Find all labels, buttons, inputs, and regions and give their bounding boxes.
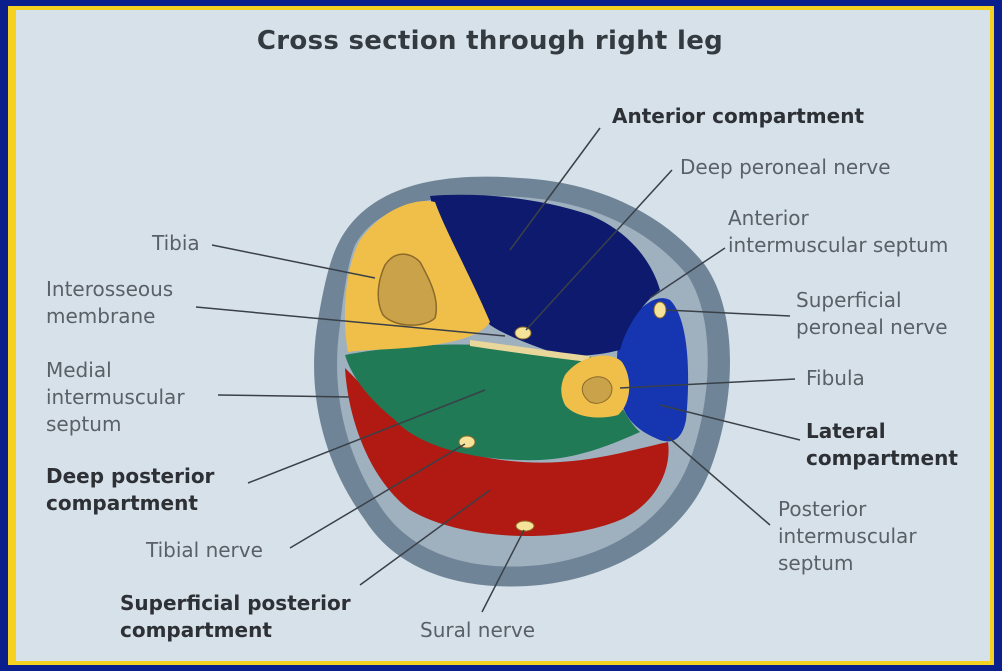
sural-nerve-dot [516, 521, 534, 531]
label-sural-nerve: Sural nerve [420, 617, 535, 644]
label-tibia: Tibia [152, 230, 200, 257]
label-deep-posterior-compartment: Deep posterior compartment [46, 463, 214, 517]
label-fibula: Fibula [806, 365, 865, 392]
label-superficial-posterior-compartment: Superficial posterior compartment [120, 590, 351, 644]
label-superficial-peroneal-nerve: Superficial peroneal nerve [796, 287, 948, 341]
label-interosseous-membrane: Interosseous membrane [46, 276, 173, 330]
deep-peroneal-nerve-dot [515, 327, 531, 339]
label-deep-peroneal-nerve: Deep peroneal nerve [680, 154, 891, 181]
label-tibial-nerve: Tibial nerve [146, 537, 263, 564]
label-medial-intermuscular-septum: Medial intermuscular septum [46, 357, 185, 438]
fibula-marrow [582, 377, 612, 403]
label-anterior-intermuscular-septum: Anterior intermuscular septum [728, 205, 948, 259]
label-lateral-compartment: Lateral compartment [806, 418, 958, 472]
label-anterior-compartment: Anterior compartment [612, 103, 864, 130]
superficial-peroneal-nerve-dot [654, 302, 666, 318]
diagram-title: Cross section through right leg [0, 26, 980, 56]
label-posterior-intermuscular-septum: Posterior intermuscular septum [778, 496, 917, 577]
